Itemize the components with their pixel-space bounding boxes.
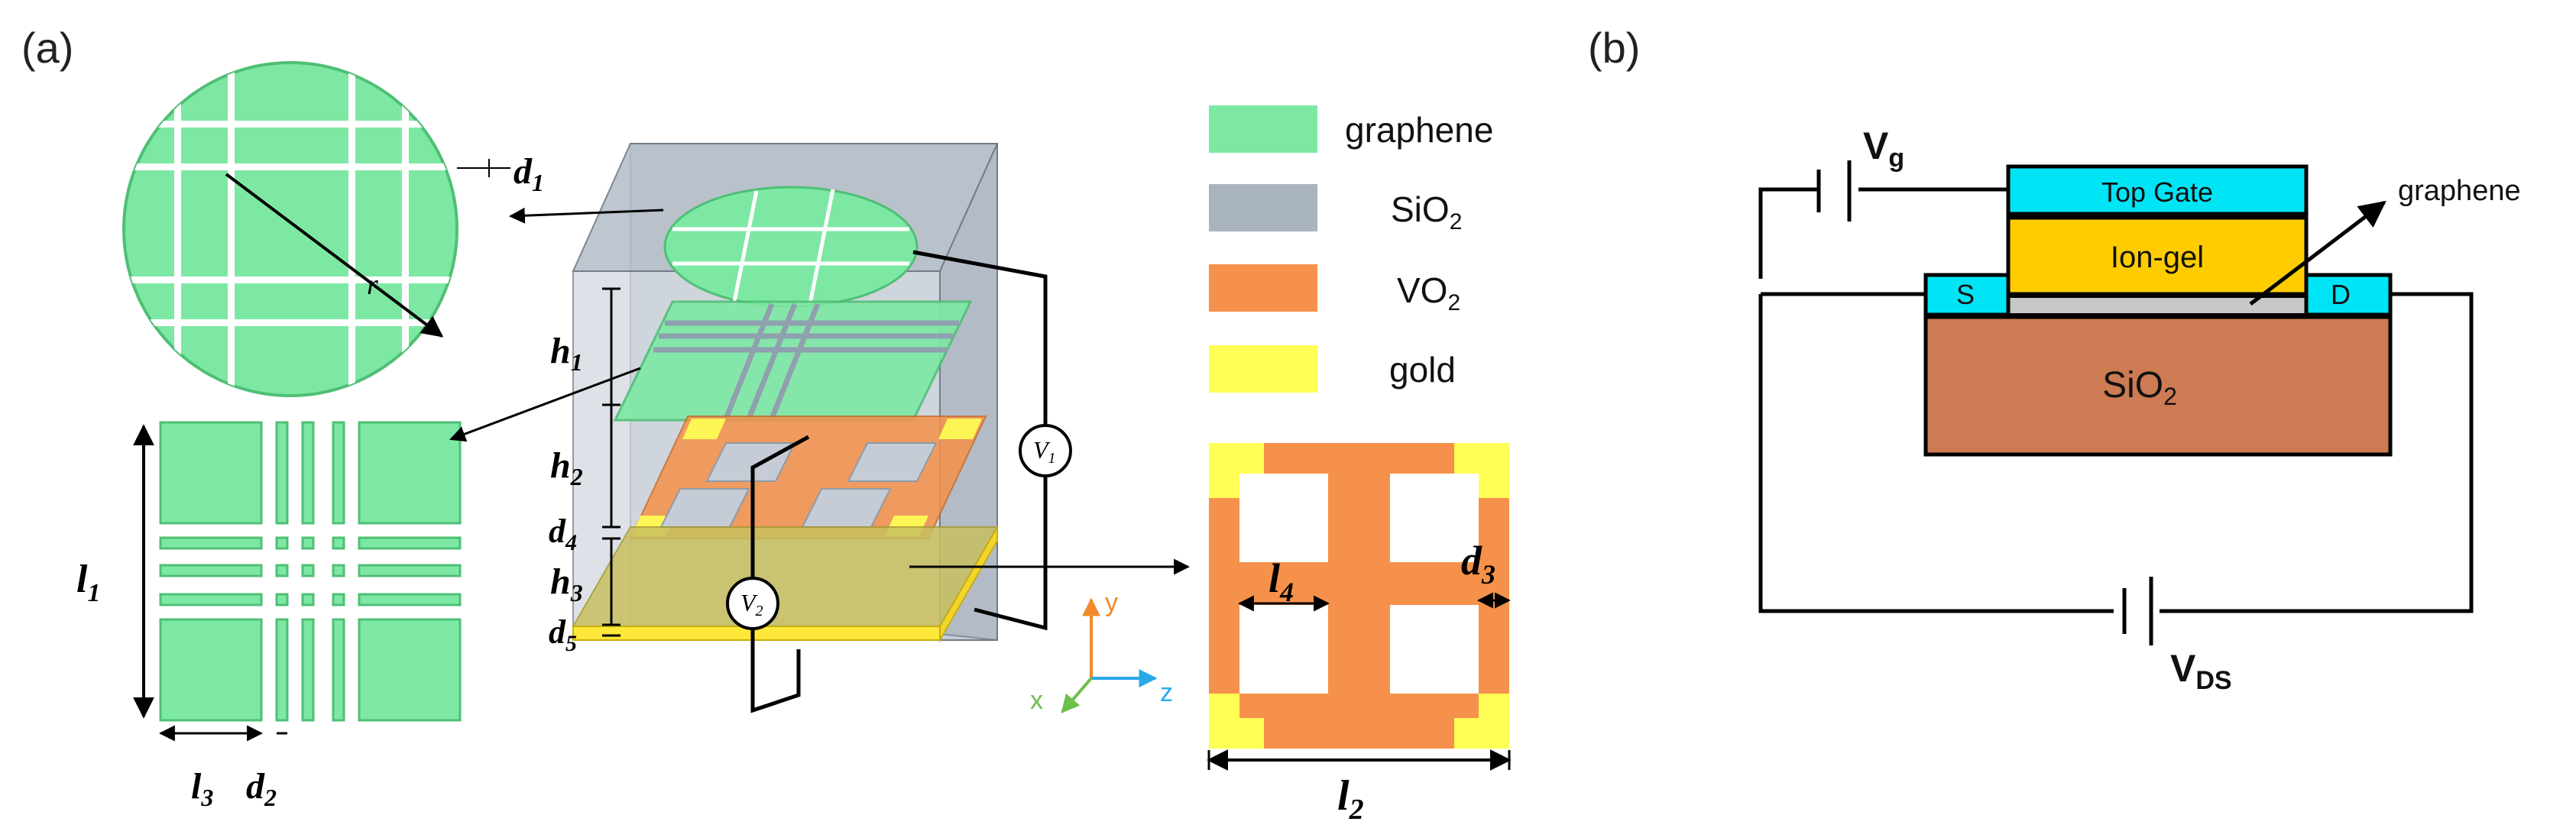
panel-a: (a) r d1: [21, 24, 1512, 826]
panel-b: (b) Top Gate Ion-gel S D SiO: [1588, 24, 2521, 695]
bias-circuit-v1: [912, 250, 1048, 631]
vo2-gold-layer-3d: [629, 416, 987, 539]
l2-label: l2: [1337, 772, 1364, 826]
ds-battery: [2122, 577, 2153, 645]
legend-swatch-vo2: [1209, 264, 1317, 312]
coordinate-axes: y z x: [1030, 588, 1173, 715]
stack-dimensions: [602, 287, 621, 637]
gate-battery: [1767, 160, 1852, 222]
d1-label: d1: [514, 151, 544, 196]
l3-label: l3: [191, 766, 213, 811]
unit-cell-3d-stack: h1 h2 d4 h3 d5 V1 V2: [449, 143, 1191, 713]
graphene-callout-label: graphene: [2398, 175, 2521, 207]
top-gate-label: Top Gate: [2101, 176, 2213, 208]
legend-swatch-gold: [1209, 345, 1317, 393]
d5-label: d5: [549, 613, 577, 656]
graphene-pointer-arrow: [2249, 200, 2386, 306]
radius-label: r: [367, 269, 378, 301]
legend-label-gold: gold: [1389, 350, 1456, 390]
v1-source: V1: [1019, 424, 1072, 477]
source-label: S: [1956, 279, 1975, 310]
panel-a-label: (a): [21, 24, 73, 72]
v1-label: V1: [1033, 436, 1056, 467]
legend-label-vo2: VO2: [1397, 270, 1460, 315]
h1-label: h1: [550, 331, 583, 376]
graphene-channel: [2007, 295, 2308, 316]
legend-label-graphene: graphene: [1345, 110, 1493, 150]
ion-gel-layer: [2006, 215, 2309, 296]
vg-label: Vg: [1863, 125, 1904, 173]
ds-bias-wire: [1758, 292, 2474, 613]
vo2-unit-cell-topview: l4 d3 l2: [1207, 443, 1512, 826]
legend-swatch-sio2: [1209, 184, 1317, 231]
source-electrode: [1923, 273, 2011, 317]
l4-label: l4: [1269, 555, 1294, 607]
d3-label: d3: [1461, 538, 1495, 590]
graphene-disk-topview: r d1: [122, 61, 544, 397]
cross-pattern-topview: [159, 421, 462, 722]
cross-dimensions: l1 l3 d2: [76, 424, 287, 811]
graphene-cross-layer-3d: [613, 300, 973, 422]
ion-gel-label: Ion-gel: [2111, 241, 2204, 274]
drain-electrode: [2304, 273, 2393, 317]
gold-ground-plane-3d: [572, 524, 999, 643]
h2-label: h2: [550, 445, 583, 490]
sio2-substrate: [1923, 315, 2393, 457]
legend-swatch-graphene: [1209, 105, 1317, 153]
drain-label: D: [2331, 279, 2351, 310]
top-gate-layer: [2006, 164, 2309, 216]
d4-label: d4: [549, 513, 577, 555]
legend-label-sio2: SiO2: [1391, 189, 1462, 234]
axis-z-label: z: [1160, 678, 1173, 707]
vds-label: VDS: [2170, 647, 2232, 695]
v2-source: V2: [726, 577, 779, 630]
panel-b-label: (b): [1588, 24, 1640, 72]
h3-label: h3: [550, 561, 583, 606]
d2-label: d2: [246, 766, 277, 811]
bias-circuit-v2: [750, 435, 810, 713]
gate-bias-wire: [1758, 187, 2008, 279]
v2-label: V2: [740, 589, 763, 619]
axis-x-label: x: [1030, 686, 1043, 715]
substrate-label: SiO2: [2102, 365, 2177, 410]
graphene-disk-3d: [663, 186, 919, 308]
material-legend: graphene SiO2 VO2 gold: [1209, 105, 1493, 393]
l1-label: l1: [76, 558, 100, 607]
axis-y-label: y: [1105, 588, 1118, 617]
